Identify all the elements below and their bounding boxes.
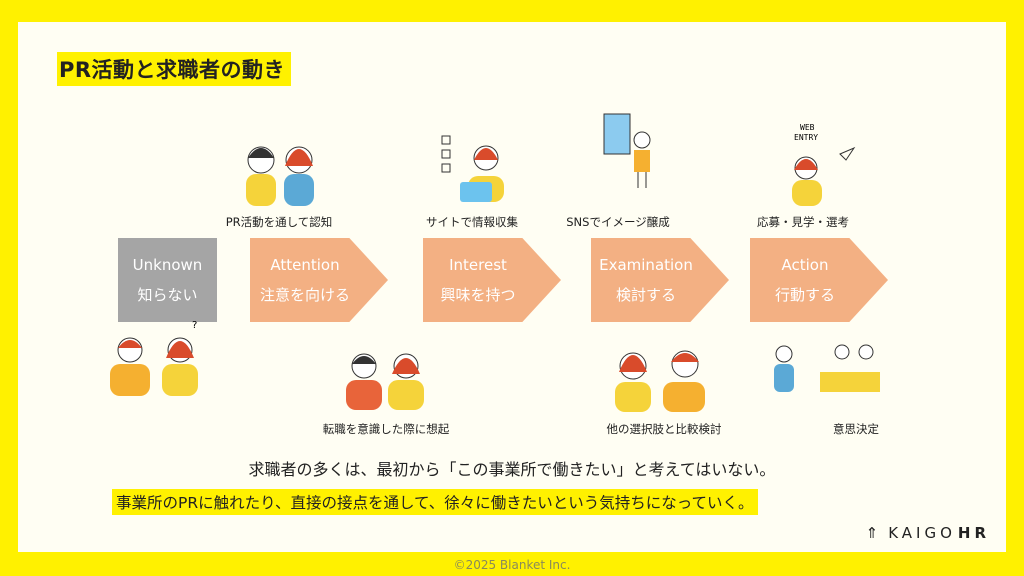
- caption-decision: 意思決定: [833, 422, 879, 436]
- message-line-1: 求職者の多くは、最初から「この事業所で働きたい」と考えてはいない。: [248, 460, 776, 479]
- laptop-woman-illustration: [441, 135, 504, 202]
- stage-ja: 興味を持つ: [440, 285, 516, 304]
- logo-text-light: KAIGO: [888, 524, 956, 542]
- stage-en: Examination: [599, 255, 693, 274]
- stage-unknown: Unknown 知らない: [118, 238, 217, 322]
- stage-en: Unknown: [132, 255, 203, 274]
- caption-action: 応募・見学・選考: [757, 215, 849, 229]
- logo-arrow-icon: ⇑: [865, 524, 883, 542]
- caption-attention: PR活動を通して認知: [225, 215, 333, 229]
- svg-text:?: ?: [192, 320, 197, 331]
- stage-ja: 検討する: [615, 285, 676, 304]
- logo-text-bold: HR: [957, 524, 990, 542]
- page-title: PR活動と求職者の動き: [57, 52, 292, 86]
- caption-examination: SNSでイメージ醸成: [566, 215, 670, 229]
- decision-illustration: [774, 344, 880, 392]
- caption-interest: サイトで情報収集: [426, 215, 518, 229]
- stage-en: Interest: [449, 255, 507, 274]
- copyright-footer: ©2025 Blanket Inc.: [453, 558, 571, 572]
- stage-en: Attention: [270, 255, 340, 274]
- confused-people-illustration: ?: [110, 320, 198, 396]
- stage-ja: 行動する: [774, 285, 835, 304]
- stage-ja: 注意を向ける: [259, 285, 350, 304]
- web-entry-text: WEB: [800, 123, 815, 132]
- recall-illustration: [346, 353, 424, 410]
- stage-ja: 知らない: [137, 285, 198, 304]
- compare-illustration: [615, 350, 705, 412]
- stage-en: Action: [781, 255, 829, 274]
- sns-illustration: [603, 113, 651, 188]
- message-line-2-highlighted: 事業所のPRに触れたり、直接の接点を通して、徐々に働きたいという気持ちになってい…: [112, 489, 758, 515]
- caption-recall: 転職を意識した際に想起: [322, 422, 450, 436]
- caption-compare: 他の選択肢と比較検討: [606, 422, 722, 436]
- svg-text:ENTRY: ENTRY: [794, 133, 818, 142]
- couple-illustration: [246, 146, 314, 206]
